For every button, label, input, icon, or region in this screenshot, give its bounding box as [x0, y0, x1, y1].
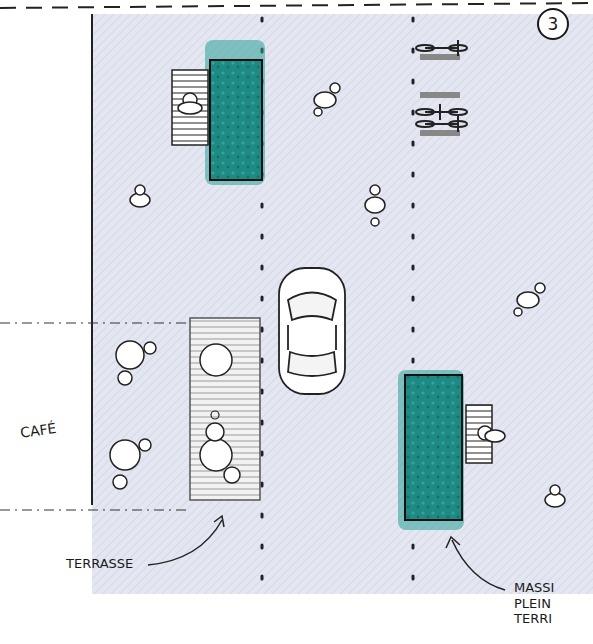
- callout-number: 3: [548, 14, 559, 34]
- place-label: TERRASSE: [66, 556, 176, 572]
- callout-circle: 3: [537, 8, 569, 40]
- planter-label: MASSI PLEIN TERRI: [514, 580, 588, 627]
